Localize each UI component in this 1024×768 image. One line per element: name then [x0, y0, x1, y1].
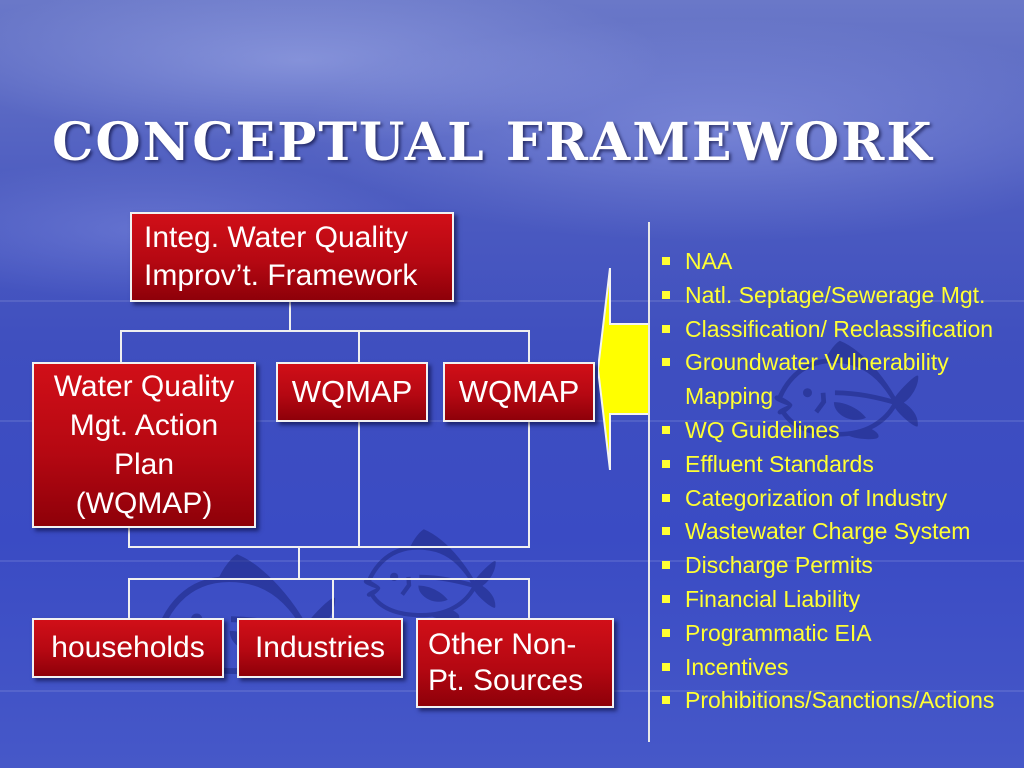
bullet-list: NAA Natl. Septage/Sewerage Mgt. Classifi…: [662, 245, 1024, 718]
bullet-icon: [662, 459, 670, 468]
connector-line: [128, 546, 530, 548]
list-item-text: Financial Liability: [685, 585, 861, 612]
connector-line: [128, 578, 530, 580]
connector-line: [120, 330, 530, 332]
connector-line: [528, 330, 530, 362]
list-item-text: Classification/ Reclassification: [685, 315, 994, 342]
connector-line: [298, 546, 300, 578]
bullet-icon: [662, 358, 670, 367]
bullet-icon: [662, 696, 670, 705]
connector-line: [528, 422, 530, 548]
list-item-text: Discharge Permits: [685, 552, 873, 579]
framework-box: Integ. Water Quality Improv’t. Framework: [130, 212, 454, 302]
list-item: Effluent Standards: [662, 448, 1024, 482]
wqmap-box: WQMAP: [443, 362, 595, 422]
vertical-divider: [648, 222, 650, 742]
bullet-icon: [662, 425, 670, 434]
fish-icon: 🐟︎: [360, 513, 500, 636]
connector-line: [358, 330, 360, 362]
list-item-text: Wastewater Charge System: [685, 518, 971, 545]
list-item-text: NAA: [685, 248, 733, 274]
connector-line: [128, 526, 130, 548]
list-item: WQ Guidelines: [662, 414, 1024, 448]
list-item: Incentives: [662, 651, 1024, 685]
list-item-text: Groundwater Vulnerability Mapping: [685, 349, 949, 410]
list-item: Groundwater Vulnerability Mapping: [662, 346, 1024, 414]
bullet-icon: [662, 628, 670, 637]
list-item-text: Incentives: [685, 653, 789, 680]
connector-line: [332, 578, 334, 620]
bullet-icon: [662, 257, 670, 265]
list-item-text: Prohibitions/Sanctions/Actions: [685, 687, 995, 714]
wqmap-box: WQMAP: [276, 362, 428, 422]
list-item-text: Effluent Standards: [685, 450, 874, 477]
list-item: Natl. Septage/Sewerage Mgt.: [662, 279, 1024, 313]
households-box: households: [32, 618, 224, 678]
list-item-text: WQ Guidelines: [685, 416, 840, 443]
list-item: Wastewater Charge System: [662, 515, 1024, 549]
slide-title: CONCEPTUAL FRAMEWORK: [52, 112, 934, 173]
connector-line: [128, 578, 130, 620]
connector-line: [120, 330, 122, 362]
bullet-icon: [662, 561, 670, 570]
list-item: Programmatic EIA: [662, 617, 1024, 651]
connector-line: [289, 302, 291, 330]
left-arrow-icon: [598, 268, 650, 470]
fish-icon: 🐟︎: [770, 323, 923, 457]
list-item-text: Natl. Septage/Sewerage Mgt.: [685, 281, 986, 308]
connector-line: [528, 578, 530, 620]
list-item: Prohibitions/Sanctions/Actions: [662, 684, 1024, 718]
bullet-icon: [662, 527, 670, 536]
bullet-icon: [662, 594, 670, 603]
list-item: Financial Liability: [662, 583, 1024, 617]
list-item: Categorization of Industry: [662, 482, 1024, 516]
list-item-text: Categorization of Industry: [685, 484, 948, 511]
bullet-icon: [662, 324, 670, 333]
wqmap-action-plan-box: Water Quality Mgt. Action Plan (WQMAP): [32, 362, 256, 528]
background-wave: [0, 300, 1024, 302]
list-item: NAA: [662, 245, 1024, 279]
background-wave: [0, 560, 1024, 562]
bullet-icon: [662, 493, 670, 502]
bullet-icon: [662, 662, 670, 671]
list-item: Classification/ Reclassification: [662, 313, 1024, 347]
industries-box: Industries: [237, 618, 403, 678]
list-item: Discharge Permits: [662, 549, 1024, 583]
connector-line: [358, 422, 360, 548]
bullet-icon: [662, 290, 670, 299]
other-non-point-sources-box: Other Non- Pt. Sources: [416, 618, 614, 708]
list-item-text: Programmatic EIA: [685, 619, 872, 646]
